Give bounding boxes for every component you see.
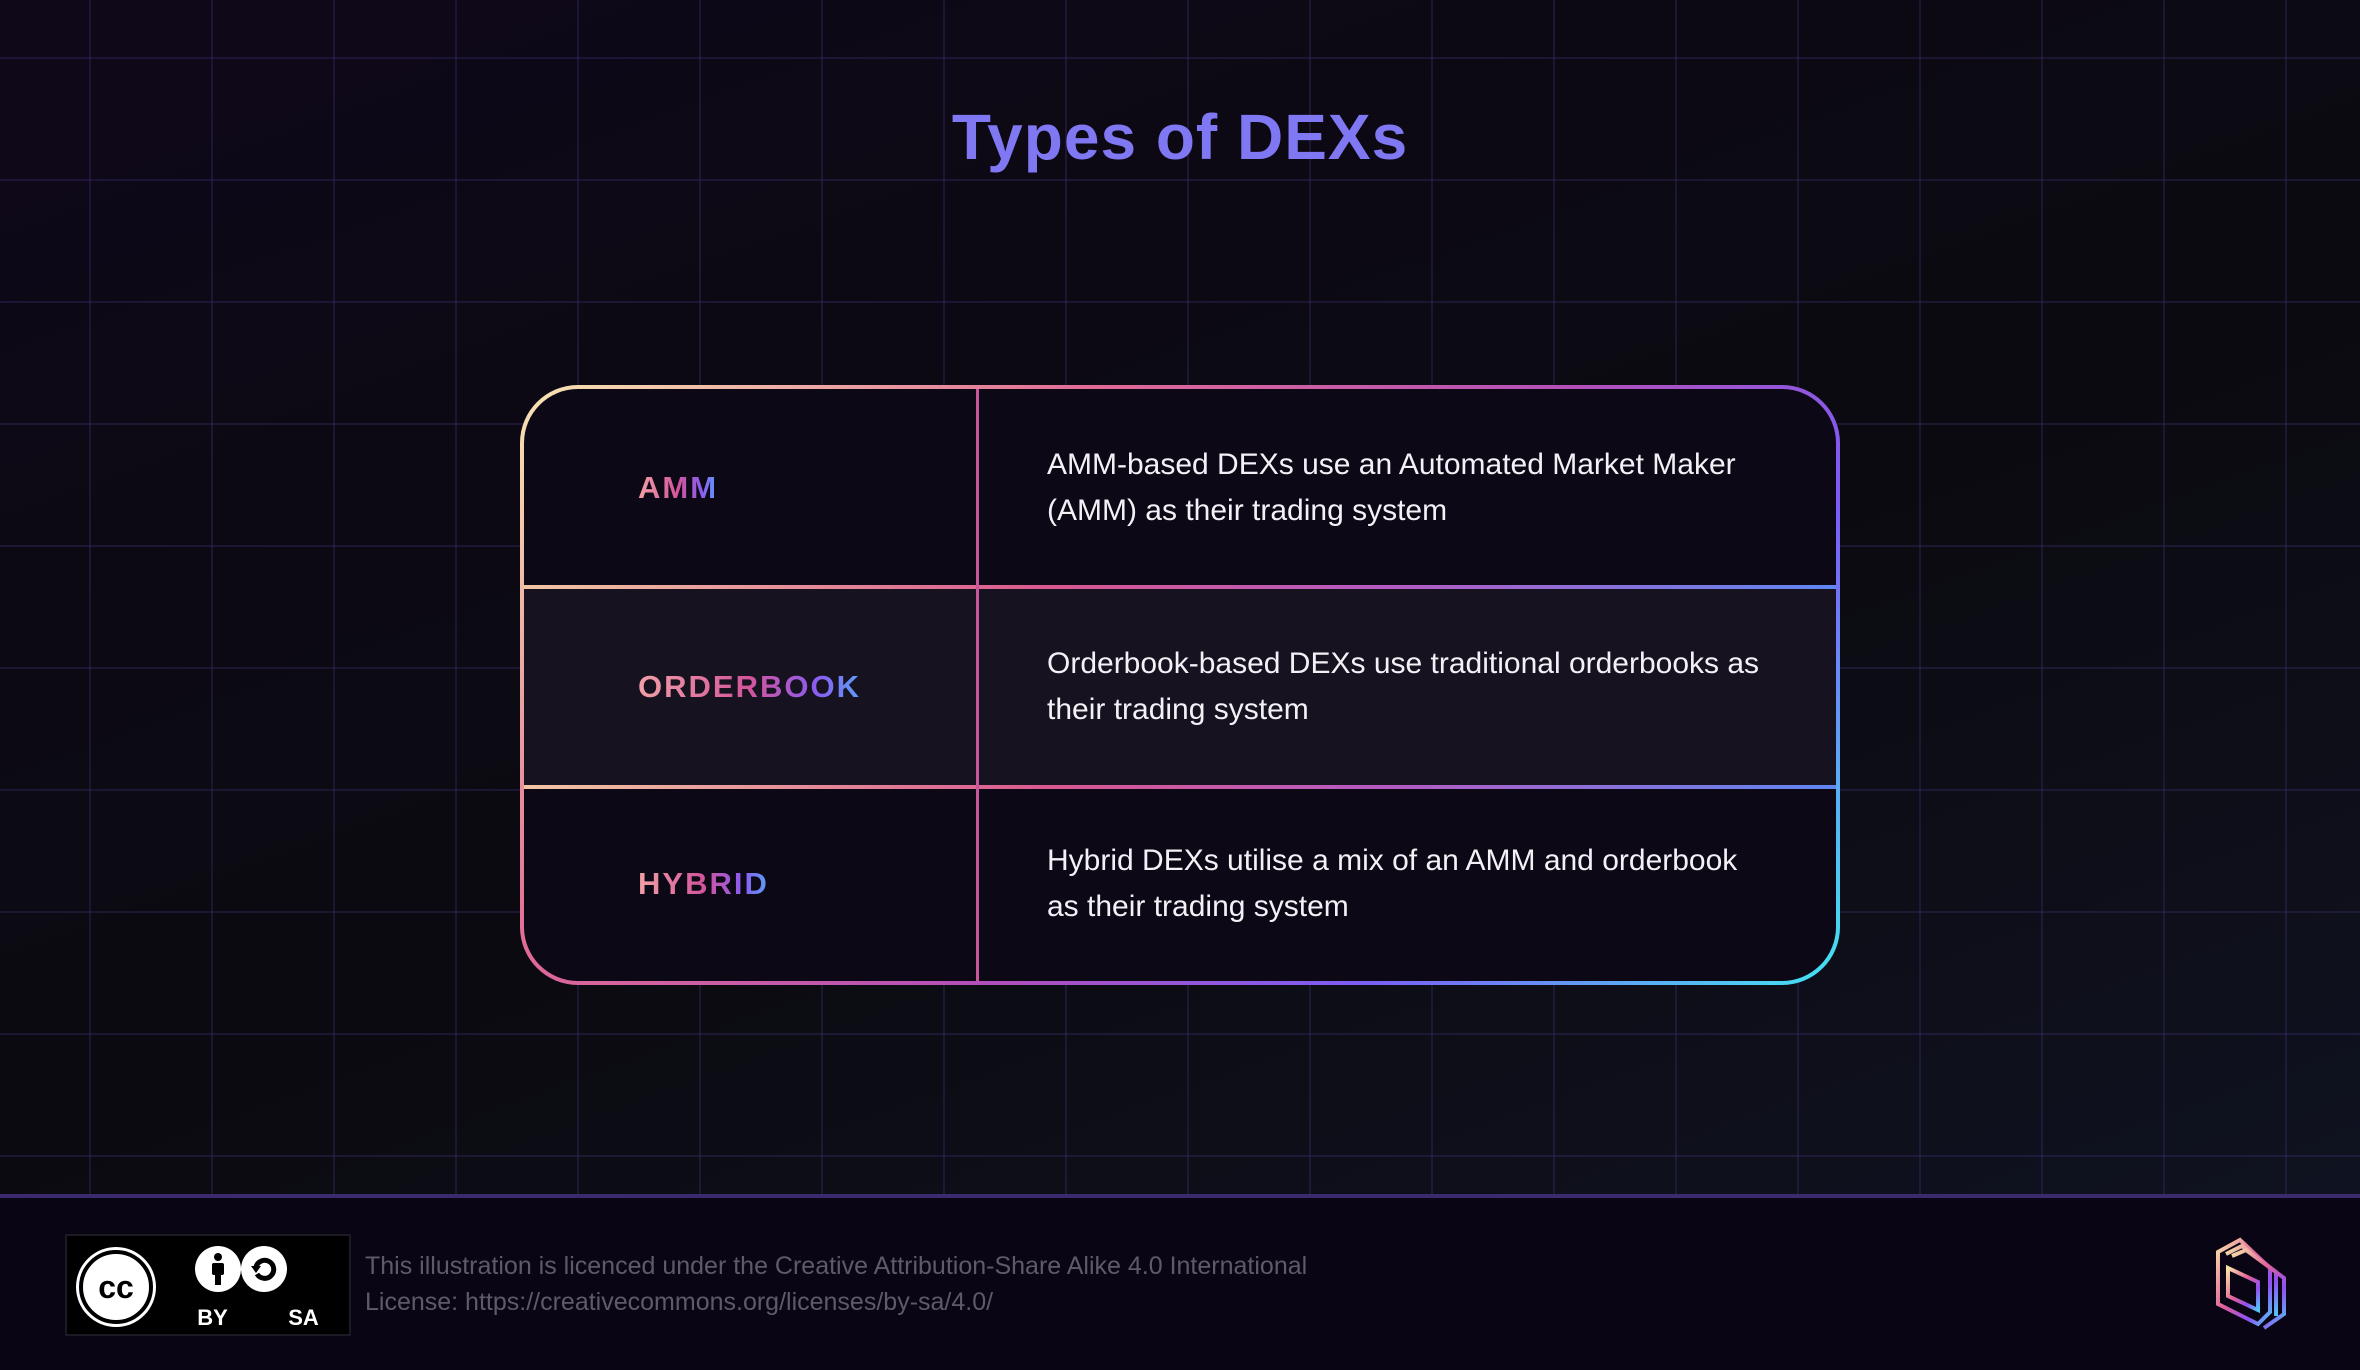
footer: cc BY SA This illustration is licenced u… [0,1194,2360,1370]
sa-label: SA [288,1305,319,1330]
row-label: ORDERBOOK [638,669,861,704]
row-divider [524,585,1836,589]
license-text: This illustration is licenced under the … [365,1248,1307,1320]
row-description: AMM-based DEXs use an Automated Market M… [1047,448,1736,527]
share-alike-icon [241,1246,287,1292]
row-description: Orderbook-based DEXs use traditional ord… [1047,647,1760,726]
page-title: Types of DEXs [951,101,1409,173]
row-label: AMM [638,470,719,505]
license-line-2[interactable]: License: https://creativecommons.org/lic… [365,1288,994,1316]
table-row: ORDERBOOK Orderbook-based DEXs use tradi… [524,587,1836,787]
background-grid: Types of DEXs AMM AMM-based DEXs use an … [0,0,2360,1196]
by-label: BY [197,1305,228,1330]
row-divider [524,785,1836,789]
column-divider [976,389,979,981]
table-row: AMM AMM-based DEXs use an Automated Mark… [524,389,1836,587]
row-description: Hybrid DEXs utilise a mix of an AMM and … [1047,844,1738,923]
attribution-icon [195,1246,241,1292]
license-line-1: This illustration is licenced under the … [365,1252,1308,1280]
table-row: HYBRID Hybrid DEXs utilise a mix of an A… [524,787,1836,981]
cc-icon: cc [79,1250,153,1324]
brand-logo-icon [2212,1232,2292,1337]
cc-by-sa-badge[interactable]: cc BY SA [65,1234,351,1336]
row-label: HYBRID [638,866,769,901]
dex-types-table: AMM AMM-based DEXs use an Automated Mark… [520,385,1840,985]
